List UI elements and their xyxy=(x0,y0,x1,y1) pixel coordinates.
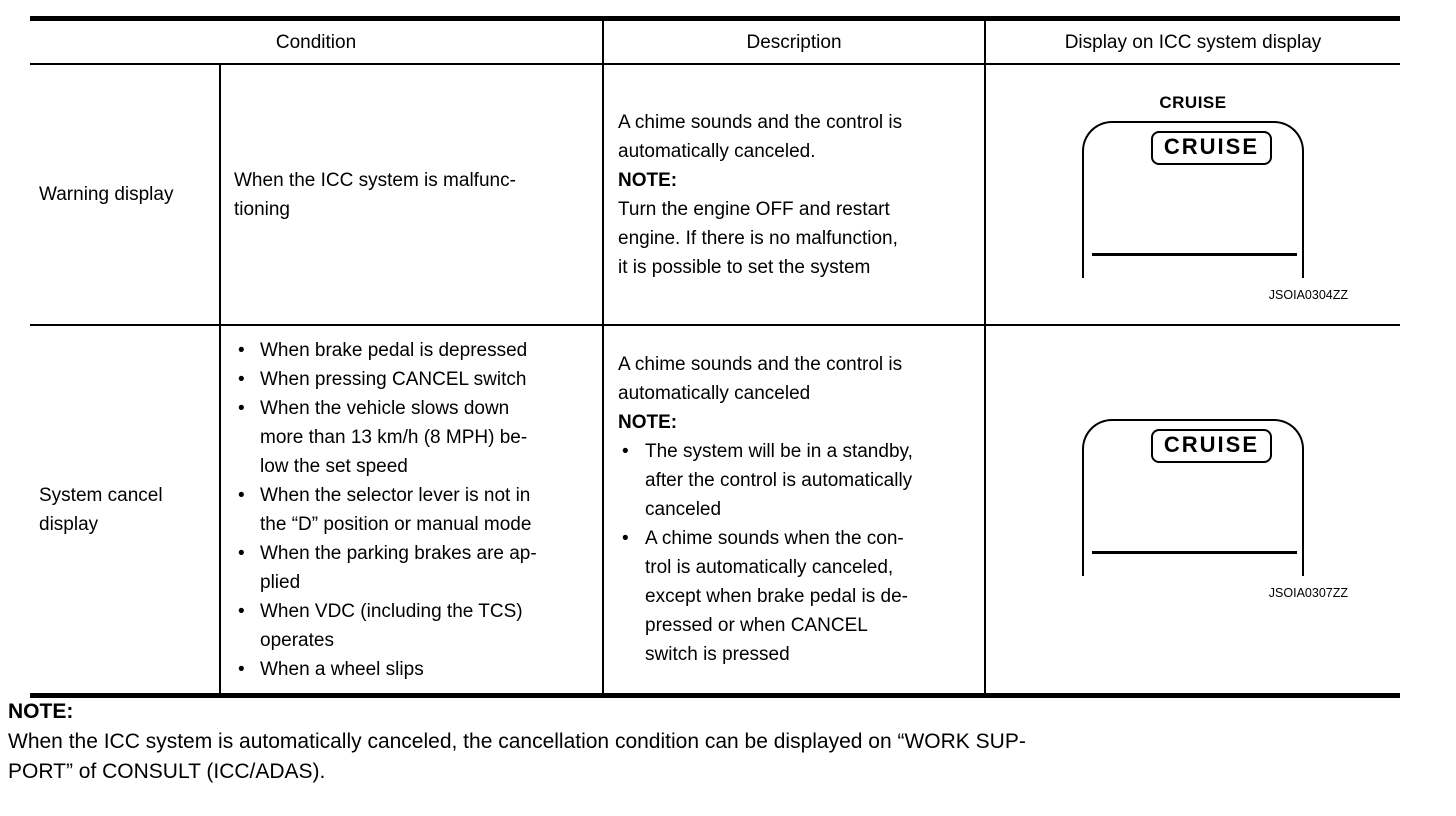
icc-display-panel: CRUISE xyxy=(1082,419,1304,576)
display-divider-line xyxy=(1092,551,1297,554)
column-header-description-label: Description xyxy=(746,31,842,53)
description-note-label: NOTE: xyxy=(618,412,678,433)
column-header-condition-label: Condition xyxy=(275,31,357,53)
note-bullet-text: A chime sounds when the con- trol is aut… xyxy=(645,528,908,665)
row-label: System cancel display xyxy=(39,484,163,535)
icc-display-diagram: CRUISE CRUISE JSOIA0304ZZ xyxy=(1082,88,1348,302)
row-warning-display-label-cell: Warning display xyxy=(30,65,219,326)
row-system-cancel-condition-cell: • When brake pedal is depressed • When p… xyxy=(219,326,602,693)
bullet-icon: • xyxy=(622,528,629,549)
cruise-indicator: CRUISE xyxy=(1150,130,1272,165)
bullet-icon: • xyxy=(238,368,245,390)
condition-bullet-text: When VDC (including the TCS) operates xyxy=(260,600,523,651)
list-item: • A chime sounds when the con- trol is a… xyxy=(618,524,976,669)
list-item: • When a wheel slips xyxy=(234,655,537,684)
bullet-icon: • xyxy=(238,542,245,564)
footer-note-text: When the ICC system is automatically can… xyxy=(8,730,1026,783)
condition-bullet-text: When brake pedal is depressed xyxy=(260,339,528,361)
row-system-cancel-description-cell: A chime sounds and the control is automa… xyxy=(602,326,984,693)
bullet-icon: • xyxy=(238,600,245,622)
description-note-label: NOTE: xyxy=(618,169,678,191)
list-item: • When the parking brakes are ap- plied xyxy=(234,539,537,597)
column-header-condition: Condition xyxy=(30,21,602,65)
condition-bullet-list: • When brake pedal is depressed • When p… xyxy=(234,336,537,684)
description-intro: A chime sounds and the control is automa… xyxy=(618,354,903,404)
display-divider-line xyxy=(1092,252,1297,256)
condition-bullet-text: When the vehicle slows down more than 13… xyxy=(260,397,528,477)
description-intro: A chime sounds and the control is automa… xyxy=(618,111,903,162)
description-note-bullet-list: • The system will be in a standby, after… xyxy=(618,437,976,669)
row-system-cancel-label-cell: System cancel display xyxy=(30,326,219,693)
condition-bullet-text: When a wheel slips xyxy=(260,658,424,680)
bullet-icon: • xyxy=(622,441,629,462)
bullet-icon: • xyxy=(238,658,245,680)
condition-bullet-text: When the selector lever is not in the “D… xyxy=(260,484,532,535)
bullet-icon: • xyxy=(238,397,245,419)
icc-display-panel: CRUISE xyxy=(1082,120,1304,278)
condition-bullet-text: When pressing CANCEL switch xyxy=(260,368,527,390)
column-header-display-label: Display on ICC system display xyxy=(1064,31,1322,53)
row-system-cancel-display-cell: CRUISE JSOIA0307ZZ xyxy=(984,326,1400,693)
footer-note-label: NOTE: xyxy=(8,700,74,723)
figure-code: JSOIA0304ZZ xyxy=(1268,287,1348,302)
icc-display-diagram: CRUISE JSOIA0307ZZ xyxy=(1082,419,1348,600)
column-header-description: Description xyxy=(602,21,984,65)
icc-display-table: Condition Description Display on ICC sys… xyxy=(30,16,1400,698)
list-item: • When the vehicle slows down more than … xyxy=(234,394,537,481)
bullet-icon: • xyxy=(238,484,245,506)
row-warning-display-description-cell: A chime sounds and the control is automa… xyxy=(602,65,984,326)
figure-code: JSOIA0307ZZ xyxy=(1268,586,1348,600)
page-footer-note: NOTE: When the ICC system is automatical… xyxy=(8,697,1452,787)
note-bullet-text: The system will be in a standby, after t… xyxy=(645,441,913,520)
condition-text: When the ICC system is malfunc- tioning xyxy=(234,169,516,220)
cruise-warning-label: CRUISE xyxy=(1159,92,1227,112)
row-warning-display-condition-cell: When the ICC system is malfunc- tioning xyxy=(219,65,602,326)
list-item: • When VDC (including the TCS) operates xyxy=(234,597,537,655)
bullet-icon: • xyxy=(238,339,245,361)
cruise-indicator: CRUISE xyxy=(1150,429,1272,463)
list-item: • The system will be in a standby, after… xyxy=(618,437,976,524)
condition-bullet-text: When the parking brakes are ap- plied xyxy=(260,542,537,593)
list-item: • When pressing CANCEL switch xyxy=(234,365,537,394)
description-note-text: Turn the engine OFF and restart engine. … xyxy=(618,198,898,278)
row-label: Warning display xyxy=(39,184,174,205)
list-item: • When the selector lever is not in the … xyxy=(234,481,537,539)
column-header-display: Display on ICC system display xyxy=(984,21,1400,65)
row-warning-display-display-cell: CRUISE CRUISE JSOIA0304ZZ xyxy=(984,65,1400,326)
list-item: • When brake pedal is depressed xyxy=(234,336,537,365)
